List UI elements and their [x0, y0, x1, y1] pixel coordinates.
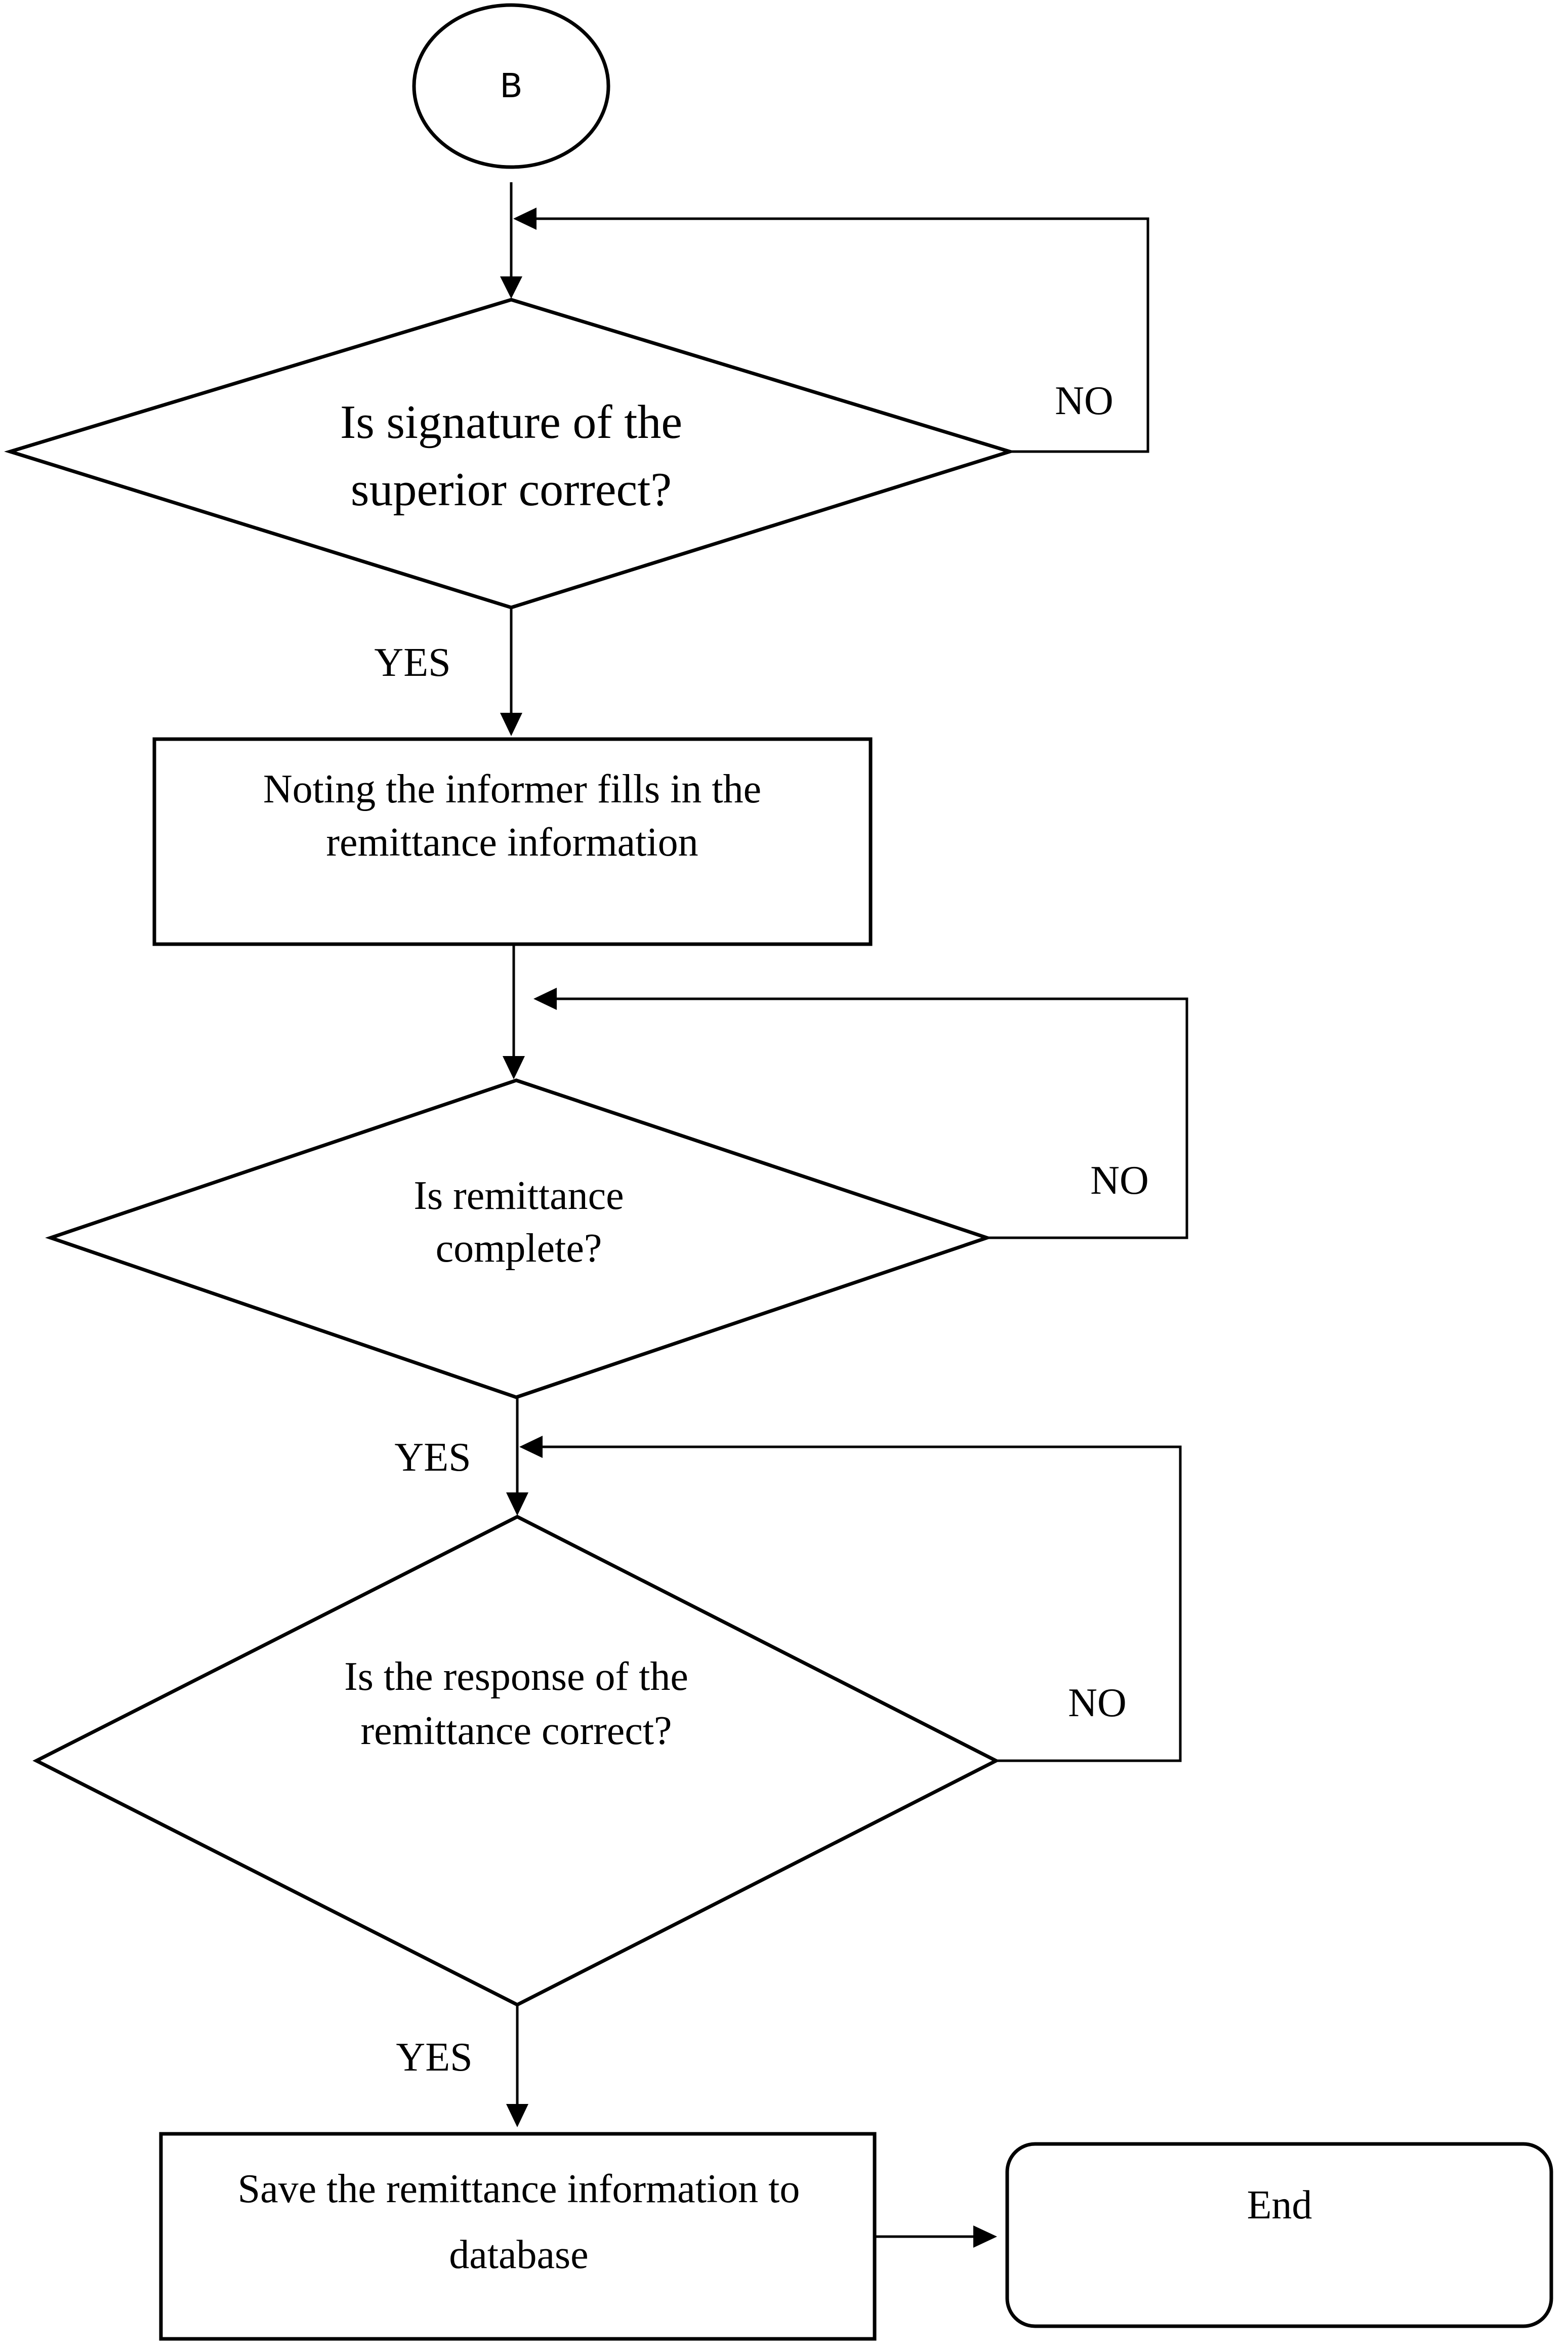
arrowhead-no-loop-3	[519, 1436, 543, 1458]
decision-signature-line2: superior correct?	[351, 463, 672, 516]
process-save-remittance: Save the remittance information to datab…	[159, 2132, 877, 2341]
process-fill-line1: Noting the informer fills in the	[263, 767, 761, 812]
edge-label-no-2: NO	[1090, 1158, 1149, 1203]
decision-complete-line2: complete?	[436, 1226, 602, 1271]
connector-b: B	[412, 3, 610, 169]
decision-signature-line1: Is signature of the	[340, 396, 682, 449]
decision-response-line1: Is the response of the	[344, 1654, 688, 1699]
terminal-end-label: End	[1247, 2183, 1312, 2227]
process-fill-line2: remittance information	[326, 820, 698, 865]
process-save-line2: database	[449, 2233, 588, 2277]
edge-no-loop-2	[557, 997, 1188, 1239]
edge-label-yes-3: YES	[396, 2035, 472, 2080]
decision-signature: Is signature of the superior correct?	[4, 298, 1016, 610]
arrowhead-no-loop-2	[533, 988, 557, 1010]
edge-label-no-3: NO	[1068, 1681, 1127, 1725]
decision-response-line2: remittance correct?	[360, 1709, 672, 1753]
arrowhead-no-loop-1	[513, 208, 537, 230]
edge-label-yes-1: YES	[374, 640, 450, 685]
arrowhead-yes-2	[506, 1492, 528, 1516]
edge-no-loop-1	[537, 217, 1149, 453]
arrowhead-yes-3	[506, 2104, 528, 2127]
arrowhead-end	[973, 2225, 997, 2248]
connector-b-label: B	[500, 66, 522, 105]
arrowhead-yes-1	[500, 713, 522, 736]
edge-no-loop-3	[543, 1445, 1182, 1762]
edge-label-yes-2: YES	[394, 1435, 471, 1480]
terminal-end: End	[1005, 2142, 1553, 2328]
decision-complete: Is remittance complete?	[45, 1078, 993, 1399]
process-fill-remittance: Noting the informer fills in the remitta…	[152, 737, 873, 946]
decision-complete-line1: Is remittance	[414, 1173, 624, 1218]
arrowhead-signature	[500, 276, 522, 299]
process-save-line1: Save the remittance information to	[238, 2167, 800, 2211]
edge-label-no-1: NO	[1055, 379, 1113, 423]
arrowhead-complete	[503, 1056, 525, 1079]
decision-response: Is the response of the remittance correc…	[32, 1515, 1000, 2007]
